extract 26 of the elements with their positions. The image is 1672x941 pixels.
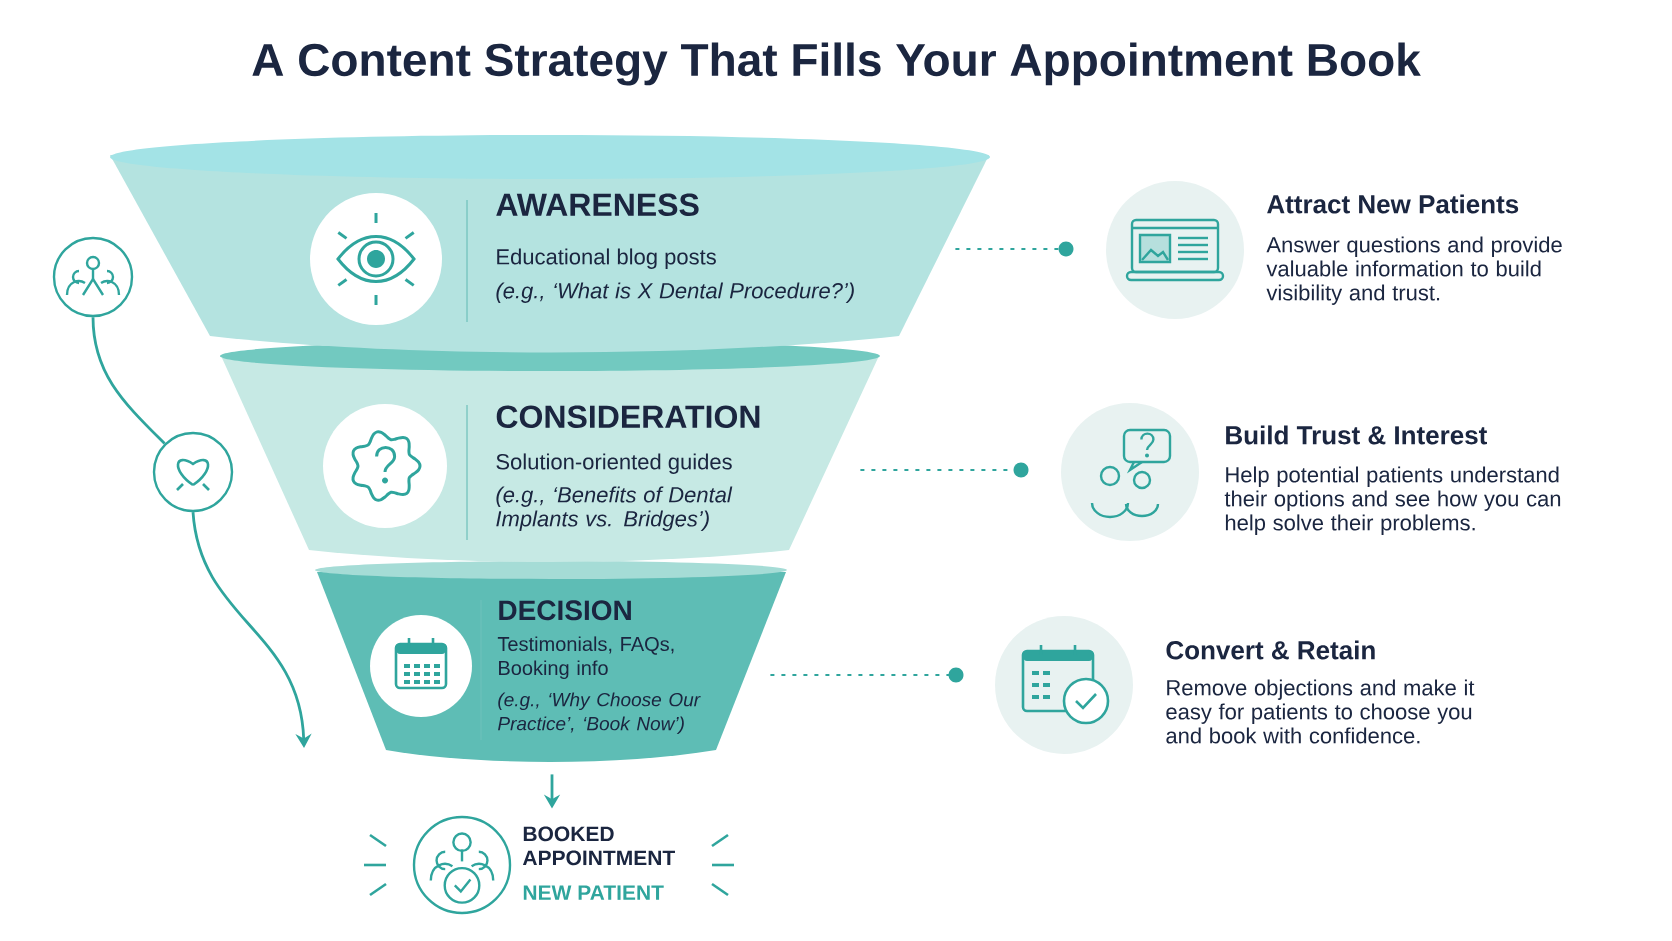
outcome-heading: BOOKED APPOINTMENT bbox=[522, 826, 675, 866]
example-text: (e.g., ‘Why Choose Our Practice’, ‘Book Now’) bbox=[498, 692, 701, 735]
dotted-connector bbox=[859, 462, 1029, 478]
outcome-subheading: NEW PATIENT bbox=[523, 885, 664, 900]
title: A Content Strategy That Fills Your Appointment Book bbox=[252, 42, 1421, 86]
item-heading: Build Trust & Interest bbox=[1226, 425, 1487, 445]
item-description: Remove objections and make it easy for patients to choose you and book with confidence. bbox=[1166, 679, 1475, 744]
stage-description: Solution-oriented guides bbox=[496, 453, 732, 474]
item-heading: Convert & Retain bbox=[1166, 640, 1375, 660]
funnel-tier bbox=[110, 135, 990, 353]
stage-heading: AWARENESS bbox=[496, 193, 699, 217]
item-heading: Attract New Patients bbox=[1267, 194, 1519, 214]
people-circle bbox=[52, 236, 134, 318]
item-description: Help potential patients understand their options and see how you can help solve their problems. bbox=[1224, 466, 1561, 535]
stage-description: Educational blog posts bbox=[497, 248, 716, 269]
stage-heading: CONSIDERATION bbox=[496, 405, 760, 429]
stage-description: Testimonials, FAQs, Booking info bbox=[497, 636, 674, 680]
stage-heading: DECISION bbox=[499, 600, 631, 621]
connector-line bbox=[91, 317, 166, 445]
item-description: Answer questions and provide valuable information to build visibility and trust. bbox=[1266, 236, 1562, 305]
example-text: (e.g., ‘What is X Dental Procedure?’) bbox=[496, 282, 854, 303]
funnel-tier bbox=[315, 561, 787, 762]
dotted-connector bbox=[769, 667, 964, 683]
heart-circle bbox=[152, 431, 234, 513]
dotted-connector bbox=[954, 241, 1074, 257]
example-text: (e.g., ‘Benefits of Dental Implants vs. Bridges’) bbox=[496, 486, 733, 531]
